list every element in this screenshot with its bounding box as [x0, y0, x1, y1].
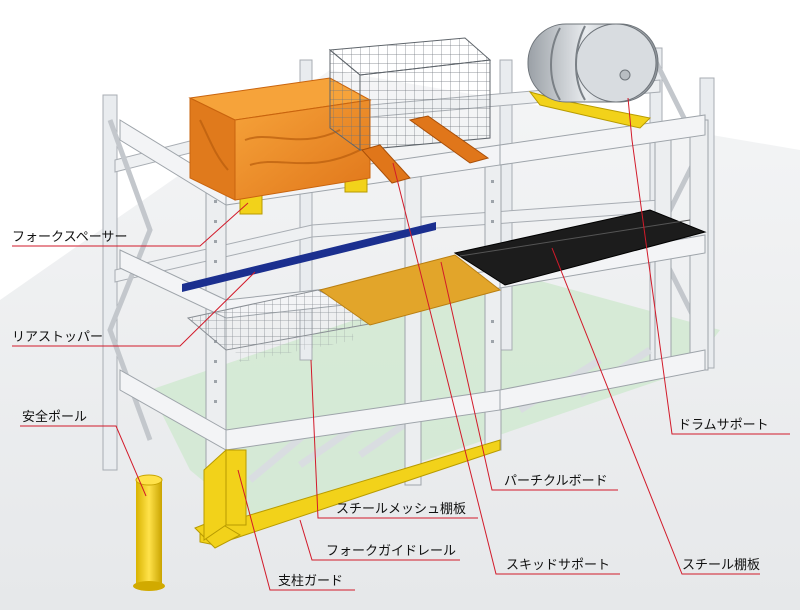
label-drum-support: ドラムサポート — [678, 418, 769, 433]
label-fork-spacer: フォークスペーサー — [12, 230, 128, 245]
label-steel-shelf: スチール棚板 — [682, 558, 761, 573]
label-column-guard: 支柱ガード — [278, 574, 344, 589]
label-steel-mesh-shelf: スチールメッシュ棚板 — [336, 502, 467, 517]
particle-board — [318, 254, 502, 326]
label-particle-board: パーチクルボード — [504, 474, 608, 489]
safety-pole — [133, 474, 165, 591]
label-fork-guide-rail: フォークガイドレール — [326, 544, 457, 559]
steel-shelf — [453, 209, 707, 286]
drum — [527, 23, 659, 129]
green-floor-area — [150, 270, 720, 520]
wire-mesh-cage — [328, 37, 492, 151]
label-rear-stopper: リアストッパー — [12, 330, 104, 345]
label-safety-pole: 安全ポール — [22, 410, 88, 425]
column-guard — [203, 448, 247, 541]
label-skid-support: スキッドサポート — [506, 558, 611, 573]
fork-guide-rail — [199, 439, 501, 546]
rear-stopper-bar — [182, 222, 436, 292]
leader-lines — [12, 97, 790, 591]
upright-perforations — [214, 180, 494, 403]
skid-supports — [361, 115, 490, 184]
